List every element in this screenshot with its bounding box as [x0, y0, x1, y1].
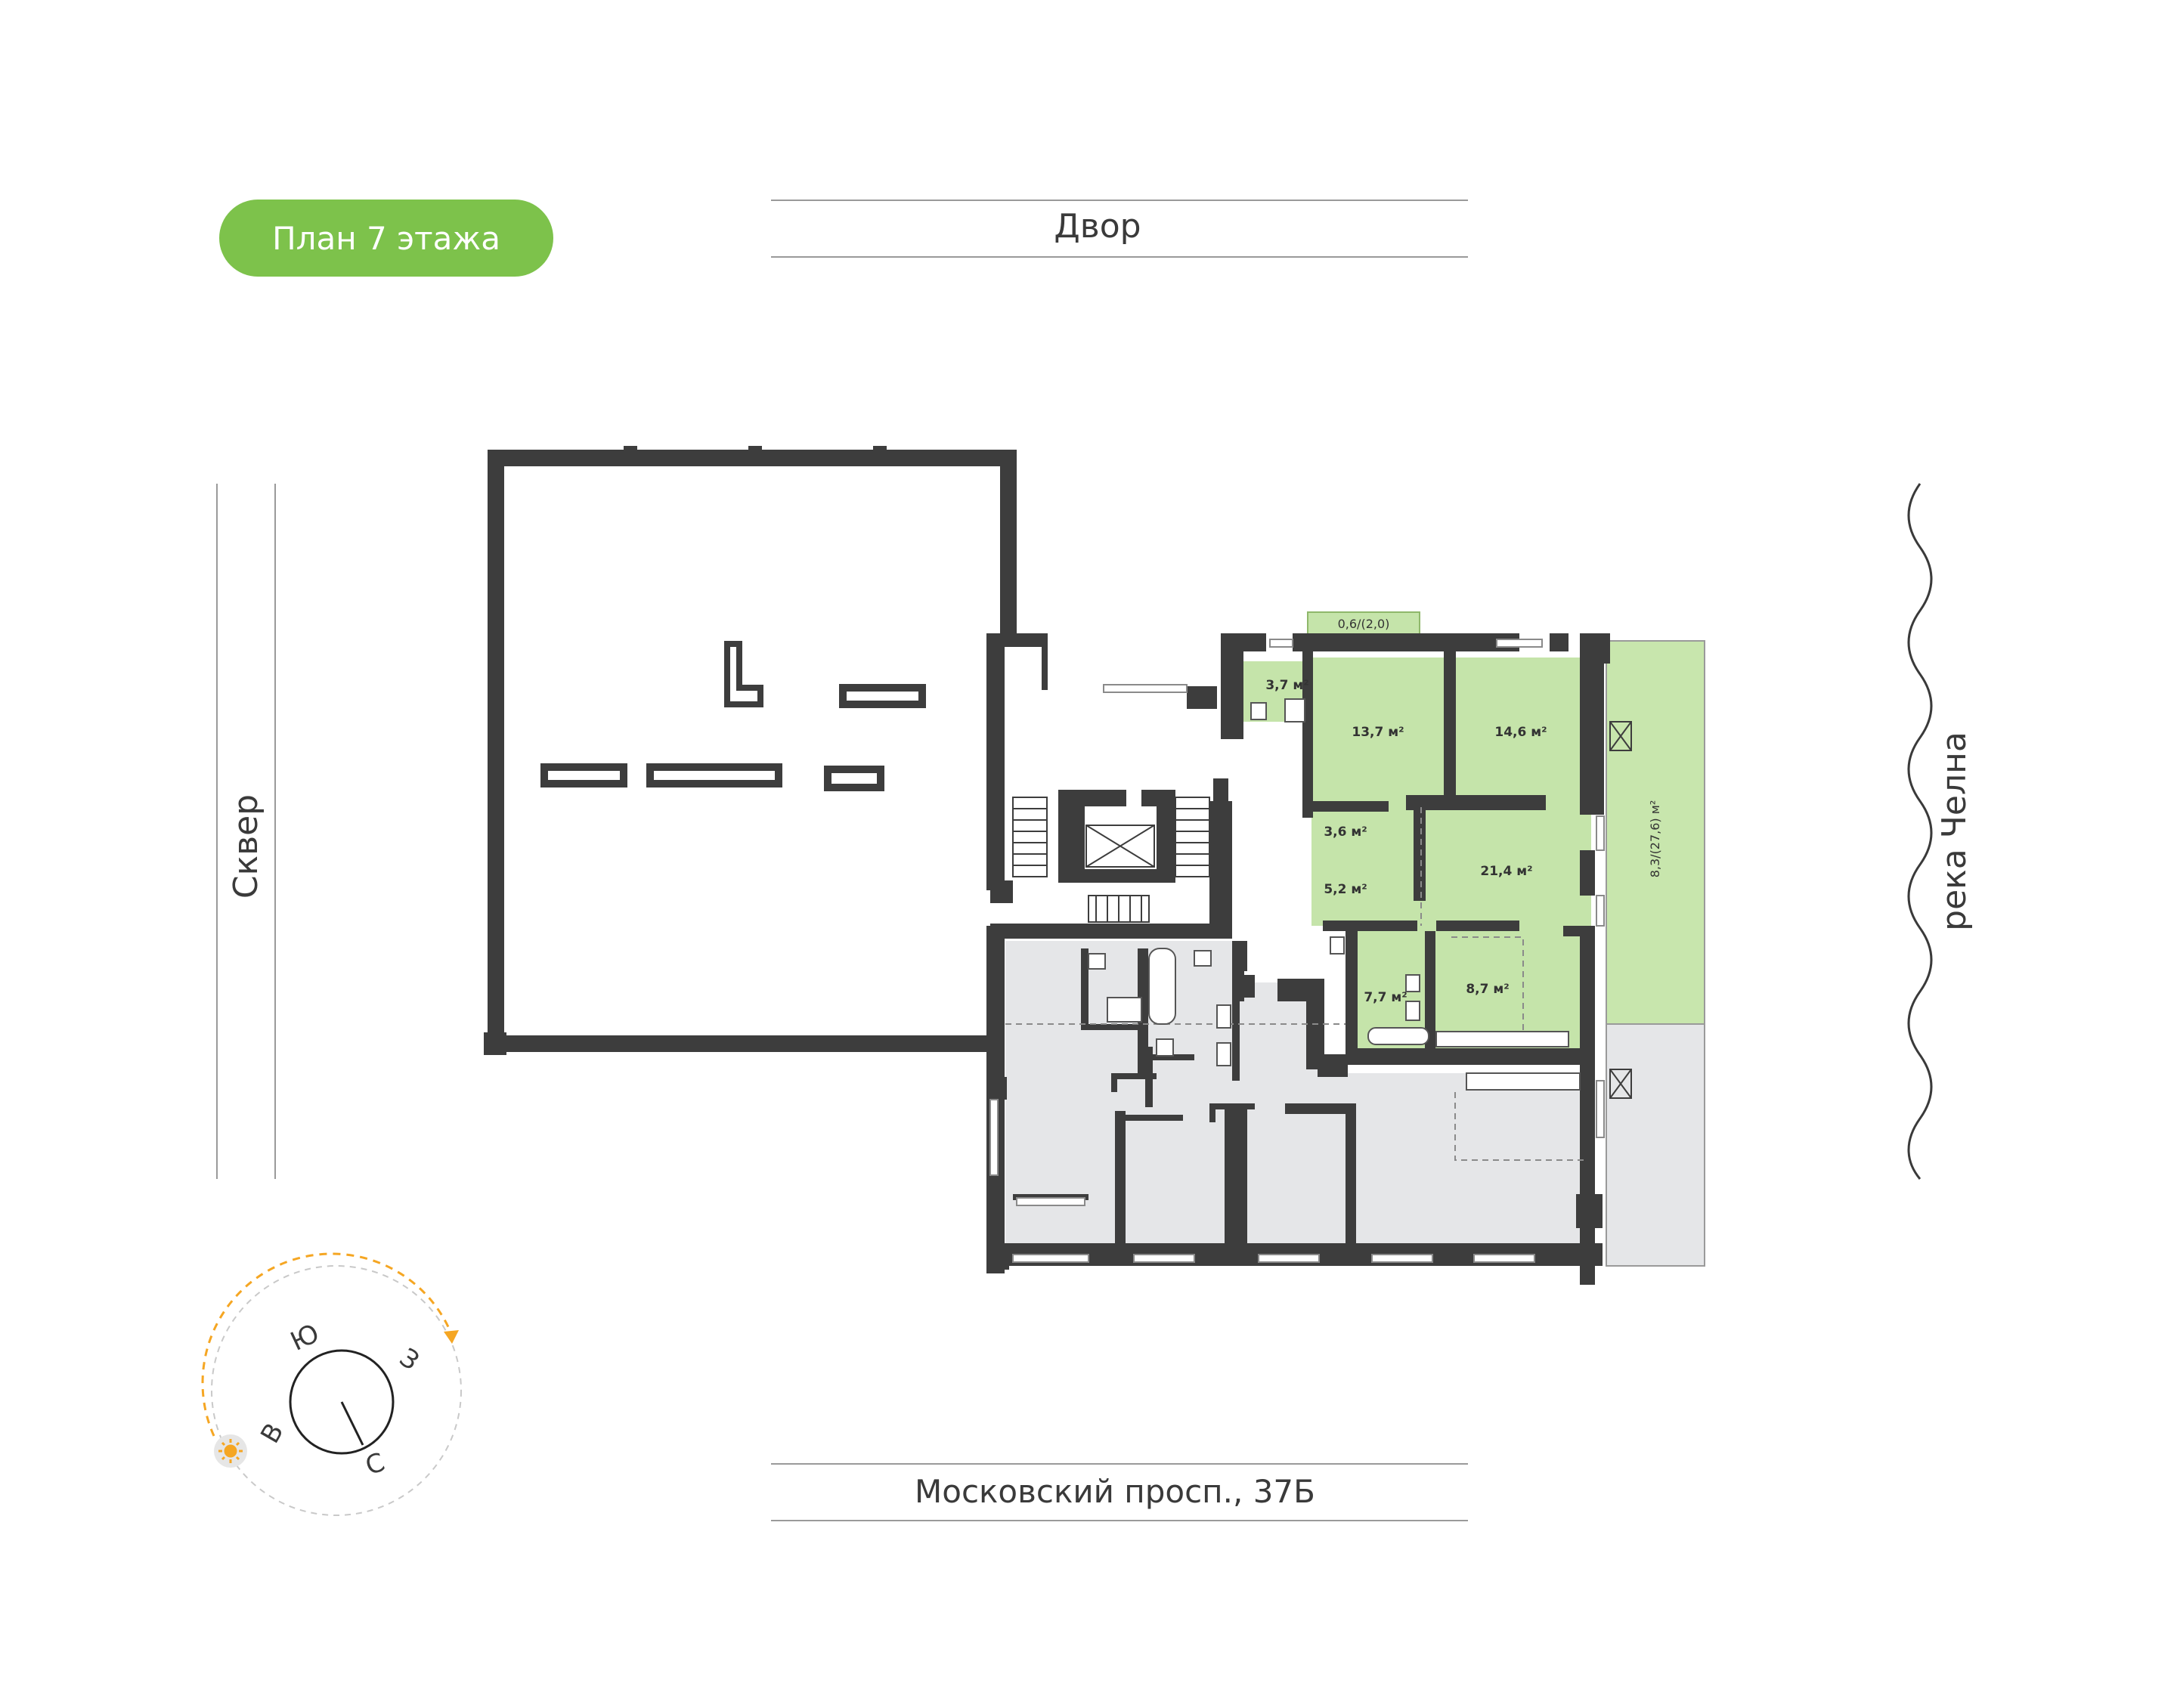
- compass-needle: [340, 1401, 364, 1446]
- room-bedroom-1-area: 13,7 м²: [1352, 725, 1404, 740]
- river-label: река Челна: [1935, 732, 1974, 931]
- terrace-green: [1606, 640, 1705, 1025]
- room-living-area: 21,4 м²: [1480, 864, 1532, 879]
- stairs: [1012, 797, 1210, 923]
- room-storage-area: 3,6 м²: [1324, 825, 1367, 840]
- plan-title-badge: План 7 этажа: [219, 200, 553, 277]
- room-bedroom-2-area: 14,6 м²: [1494, 725, 1547, 740]
- dashed-lines: [1005, 807, 1587, 1161]
- room-labels: 0,6/(2,0) 3,7 м² 13,7 м² 14,6 м² 3,6 м² …: [1265, 617, 1662, 1005]
- compass-north: С: [361, 1447, 389, 1482]
- compass-west: З: [394, 1342, 425, 1376]
- sun-icon: [218, 1439, 243, 1463]
- apartment-green: [1240, 611, 1591, 1054]
- plan-title: План 7 этажа: [272, 220, 500, 257]
- room-bath-small-area: 3,7 м²: [1265, 678, 1308, 693]
- fixtures: [1088, 698, 1581, 1091]
- room-bathroom-area: 7,7 м²: [1364, 990, 1407, 1005]
- room-terrace-area: 8,3/(27,6) м²: [1648, 800, 1662, 878]
- street-left-label: Сквер: [227, 794, 265, 899]
- room-balcony-top-area: 0,6/(2,0): [1338, 617, 1390, 631]
- windows: [989, 639, 1605, 1263]
- sun-path-arrow-icon: [444, 1330, 459, 1344]
- street-top: Двор: [771, 200, 1468, 258]
- street-left: Сквер: [216, 484, 276, 1179]
- street-bottom-label: Московский просп., 37Б: [915, 1473, 1315, 1510]
- terrace-lower: [1606, 1023, 1705, 1267]
- room-kitchen-area: 8,7 м²: [1466, 982, 1509, 997]
- sun-path-arc: [201, 1252, 451, 1437]
- elevator-icon: [1085, 825, 1155, 868]
- left-building-block: [484, 446, 1017, 1055]
- right-building-walls: [986, 633, 1610, 1285]
- vent-icons: [1609, 721, 1632, 1099]
- street-bottom: Московский просп., 37Б: [771, 1463, 1468, 1521]
- river-right: река Челна: [1907, 483, 1974, 1180]
- balcony-top: [1307, 611, 1420, 636]
- compass-south: Ю: [286, 1318, 324, 1357]
- compass: Ю З В С: [201, 1252, 462, 1516]
- room-hall-area: 5,2 м²: [1324, 882, 1367, 897]
- street-top-label: Двор: [1054, 207, 1141, 246]
- compass-east: В: [255, 1418, 290, 1448]
